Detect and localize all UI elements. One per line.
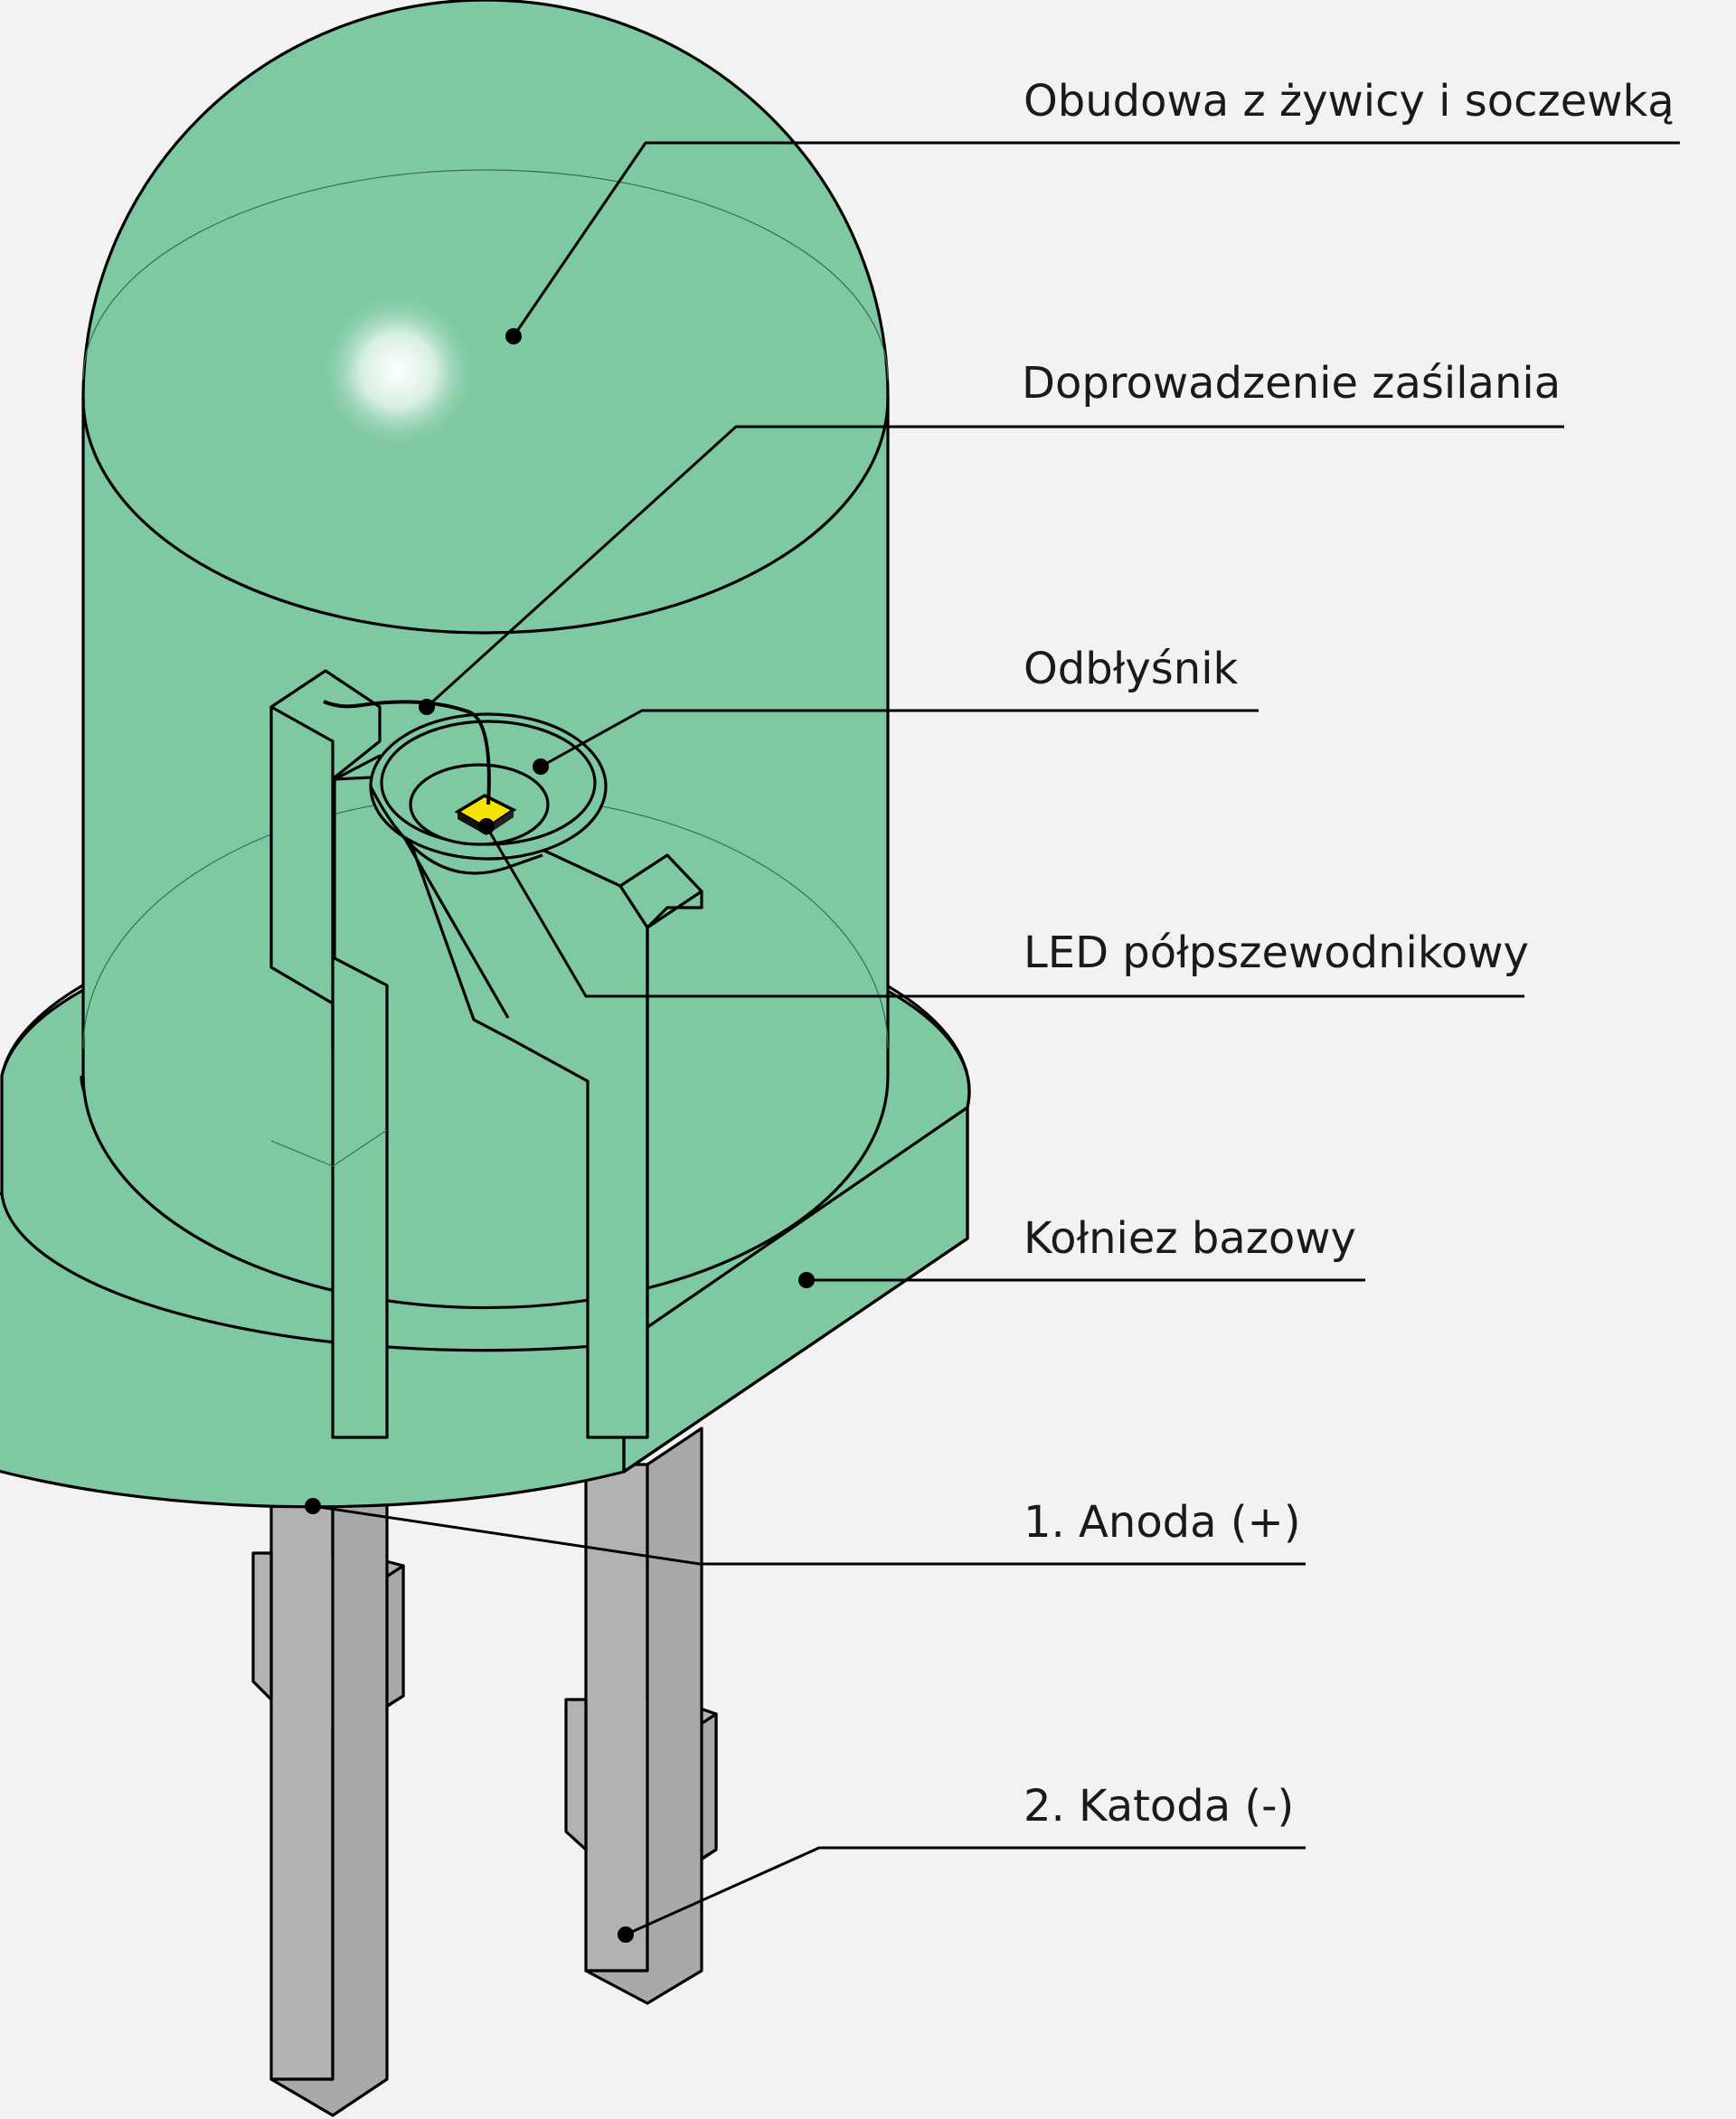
lens-highlight	[316, 289, 479, 452]
leader-lines	[305, 141, 1680, 1943]
anode-pin-lower	[251, 1445, 405, 2117]
cathode-pin-lower	[564, 1427, 718, 2005]
label-housing: Obudowa z żywicy i soczewką	[1024, 76, 1675, 127]
label-reflector: Odbłyśnik	[1024, 644, 1239, 694]
label-led-chip: LED półpszewodnikowy	[1024, 928, 1529, 978]
label-anode: 1. Anoda (+)	[1024, 1497, 1301, 1548]
label-cathode: 2. Katoda (-)	[1024, 1781, 1294, 1832]
lead-frame	[269, 669, 703, 1439]
label-power-lead: Doprowadzenie zaśilania	[1022, 358, 1561, 409]
label-base-flange: Kołniez bazowy	[1024, 1213, 1356, 1264]
